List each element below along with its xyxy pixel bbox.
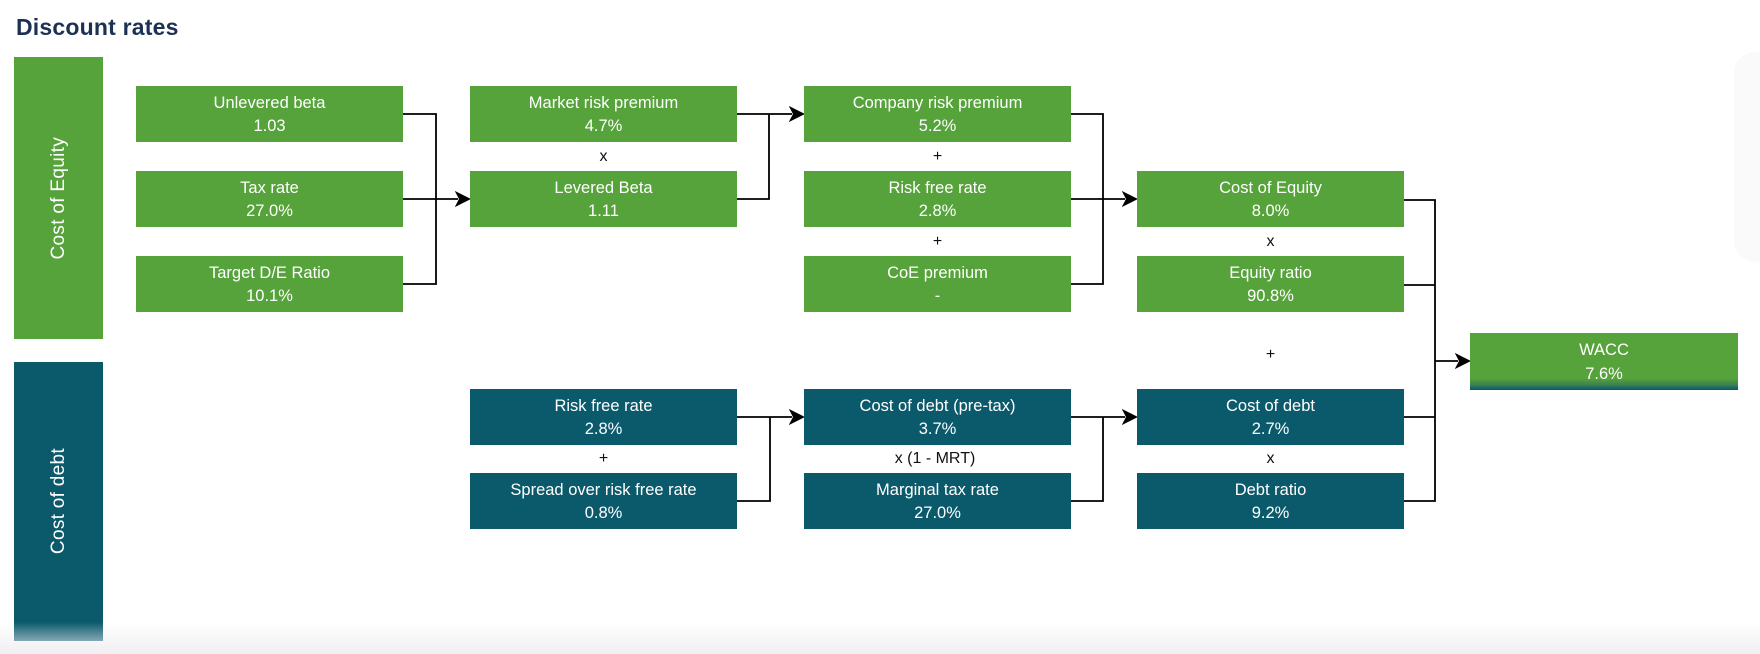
node-market-risk-premium: Market risk premium 4.7% [470, 86, 737, 142]
node-value: 1.03 [253, 116, 286, 135]
node-spread-over-risk-free-rate: Spread over risk free rate 0.8% [470, 473, 737, 529]
node-label: Unlevered beta [213, 94, 326, 112]
node-label: Target D/E Ratio [208, 264, 331, 282]
node-cost-of-equity: Cost of Equity 8.0% [1137, 171, 1404, 227]
operator-plus-icon: + [932, 148, 943, 165]
connector-line [1404, 199, 1436, 502]
node-label: Risk free rate [554, 397, 653, 415]
connector-line [737, 417, 771, 502]
section-bar-cost-of-equity: Cost of Equity [14, 57, 103, 339]
section-bar-cost-of-debt: Cost of debt [14, 362, 103, 641]
operator-plus-icon: + [1265, 346, 1276, 363]
node-value: 10.1% [246, 286, 293, 305]
node-value: 5.2% [918, 116, 957, 135]
node-value: 7.6% [1585, 364, 1623, 383]
node-levered-beta: Levered Beta 1.11 [470, 171, 737, 227]
node-label: Spread over risk free rate [510, 481, 697, 499]
node-tax-rate: Tax rate 27.0% [136, 171, 403, 227]
node-risk-free-rate-debt: Risk free rate 2.8% [470, 389, 737, 445]
node-value: 27.0% [246, 201, 293, 220]
node-risk-free-rate-equity: Risk free rate 2.8% [804, 171, 1071, 227]
page-title: Discount rates [16, 14, 179, 40]
operator-plus-icon: + [598, 450, 609, 467]
node-value: 90.8% [1247, 286, 1294, 305]
node-label: Cost of debt [1226, 397, 1315, 415]
connector-line [1071, 417, 1104, 502]
connector-line [403, 113, 437, 285]
node-value: - [934, 286, 941, 305]
node-cost-of-debt-pretax: Cost of debt (pre-tax) 3.7% [804, 389, 1071, 445]
node-value: 2.7% [1251, 419, 1290, 438]
node-label: Marginal tax rate [876, 481, 999, 499]
node-label: Market risk premium [528, 94, 679, 112]
operator-multiply-icon: x [599, 148, 608, 165]
section-bar-label: Cost of Equity [47, 136, 69, 260]
operator-multiply-icon: x [1266, 450, 1275, 467]
node-label: WACC [1579, 341, 1629, 359]
node-label: Cost of Equity [1219, 179, 1322, 197]
node-label: Risk free rate [888, 179, 987, 197]
operator-plus-icon: + [932, 233, 943, 250]
node-value: 8.0% [1251, 201, 1290, 220]
node-wacc: WACC 7.6% [1470, 333, 1738, 390]
node-unlevered-beta: Unlevered beta 1.03 [136, 86, 403, 142]
node-value: 2.8% [584, 419, 623, 438]
section-bar-label: Cost of debt [47, 448, 69, 555]
node-company-risk-premium: Company risk premium 5.2% [804, 86, 1071, 142]
node-label: Levered Beta [554, 179, 653, 197]
node-label: Tax rate [240, 179, 299, 197]
connector-line [1071, 113, 1104, 285]
node-equity-ratio: Equity ratio 90.8% [1137, 256, 1404, 312]
bottom-fade [0, 622, 1760, 654]
node-marginal-tax-rate: Marginal tax rate 27.0% [804, 473, 1071, 529]
connector-line [737, 114, 770, 200]
node-coe-premium: CoE premium - [804, 256, 1071, 312]
window-corner-shade [1734, 52, 1760, 262]
node-value: 4.7% [584, 116, 623, 135]
node-label: Company risk premium [852, 94, 1023, 112]
node-cost-of-debt: Cost of debt 2.7% [1137, 389, 1404, 445]
node-value: 0.8% [584, 503, 623, 522]
operator-multiply-mrt: x (1 - MRT) [894, 450, 976, 467]
node-value: 9.2% [1251, 503, 1290, 522]
node-value: 1.11 [588, 201, 619, 220]
node-debt-ratio: Debt ratio 9.2% [1137, 473, 1404, 529]
node-value: 2.8% [918, 201, 957, 220]
node-label: CoE premium [887, 264, 988, 282]
node-label: Cost of debt (pre-tax) [859, 397, 1016, 415]
operator-multiply-icon: x [1266, 233, 1275, 250]
node-value: 27.0% [914, 503, 961, 522]
node-target-de-ratio: Target D/E Ratio 10.1% [136, 256, 403, 312]
node-label: Equity ratio [1229, 264, 1312, 282]
node-value: 3.7% [918, 419, 957, 438]
node-label: Debt ratio [1234, 481, 1307, 499]
